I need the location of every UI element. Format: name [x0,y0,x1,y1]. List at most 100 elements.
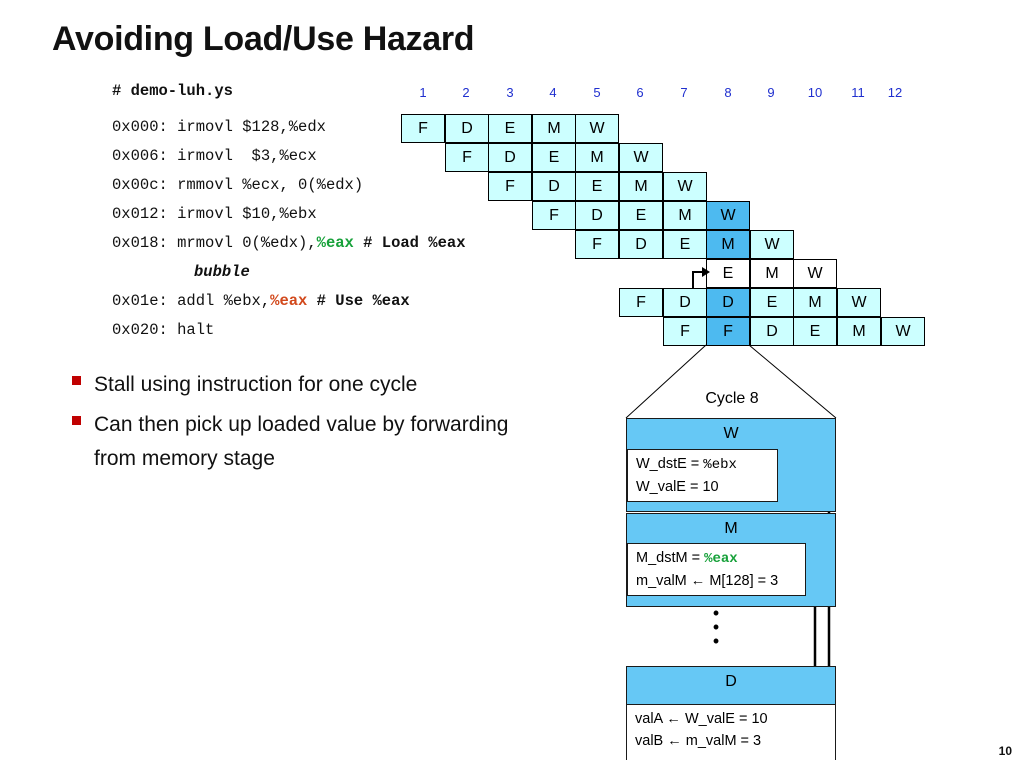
m-stage-title: M [724,520,738,537]
pipeline-stage-cell: D [532,172,576,201]
instruction-text: irmovl $3,%ecx [177,147,317,165]
cycle-number: 11 [851,85,865,100]
bubble-arrow [692,271,703,288]
cycle-number: 8 [724,85,732,100]
m-dstm-label: M_dstM = [636,550,705,566]
m-valm-line: m_valM ← M[128] = 3 [636,573,779,589]
pipeline-stage-cell: W [575,114,619,143]
page-number: 10 [998,744,1012,758]
w-stage-registers: W_dstE = %ebx W_valE = 10 [627,449,778,502]
instruction-text: rmmovl %ecx, 0(%edx) [177,176,364,194]
pipeline-stage-cell: W [750,230,794,259]
pipeline-stage-cell: M [619,172,663,201]
instruction-address: 0x012: [112,205,168,223]
pipeline-stage-cell: M [706,230,750,259]
instruction-line: 0x00c: rmmovl %ecx, 0(%edx) [112,176,363,194]
cycle-number: 7 [680,85,688,100]
instruction-address: 0x018: [112,234,168,252]
bullet-list: Stall using instruction for one cycle Ca… [72,368,514,476]
instruction-text: irmovl $10,%ebx [177,205,317,223]
cycle-number: 1 [419,85,427,100]
pipeline-stage-cell: M [575,143,619,172]
pipeline-stage-cell: F [445,143,489,172]
w-dste-value: %ebx [703,457,737,473]
pipeline-stage-cell: W [881,317,925,346]
instruction-address: 0x006: [112,147,168,165]
instruction-text: mrmovl 0(%edx), [177,234,317,252]
cycle-number: 10 [807,85,823,100]
w-dste-label: W_dstE = [636,456,704,472]
instruction-text: irmovl $128,%edx [177,118,326,136]
pipeline-stage-cell: D [488,143,532,172]
bubble-label: bubble [194,263,250,281]
bullet-item: Stall using instruction for one cycle [72,368,514,402]
zoom-line-left [625,344,707,419]
instruction-line: 0x000: irmovl $128,%edx [112,118,326,136]
bullet-marker-icon [72,416,81,425]
pipeline-stage-cell: E [793,317,837,346]
pipeline-stage-cell: E [575,172,619,201]
instruction-comment: # Use %eax [307,292,410,310]
instruction-register: %eax [270,292,308,310]
instruction-line: 0x018: mrmovl 0(%edx),%eax # Load %eax [112,234,466,252]
pipeline-stage-cell: W [837,288,881,317]
bullet-text: Stall using instruction for one cycle [94,373,418,396]
pipeline-stage-cell: E [488,114,532,143]
pipeline-stage-cell: W [619,143,663,172]
pipeline-stage-cell: M [793,288,837,317]
ellipsis-dot: • [712,603,720,623]
pipeline-stage-cell: W [663,172,707,201]
pipeline-stage-cell: D [619,230,663,259]
bullet-text: Can then pick up loaded value by forward… [94,413,509,470]
instruction-text: halt [177,321,215,339]
pipeline-stage-cell: E [532,143,576,172]
bullet-item: Can then pick up loaded value by forward… [72,408,514,476]
d-stage-title: D [725,673,737,690]
pipeline-stage-cell: M [837,317,881,346]
pipeline-stage-cell: W [793,259,837,288]
cycle-number: 9 [767,85,775,100]
m-dstm-value: %eax [704,551,738,567]
instruction-line: 0x01e: addl %ebx,%eax # Use %eax [112,292,410,310]
w-dste-line: W_dstE = %ebx [636,453,769,476]
ellipsis-dots: • • • [710,603,722,651]
instruction-text: addl %ebx, [177,292,271,310]
instruction-line: 0x012: irmovl $10,%ebx [112,205,317,223]
m-dstm-line: M_dstM = %eax [636,547,797,570]
cycle-label: Cycle 8 [705,390,759,407]
pipeline-stage-cell: F [619,288,663,317]
bullet-marker-icon [72,376,81,385]
pipeline-stage-cell: E [619,201,663,230]
slide-title: Avoiding Load/Use Hazard [52,20,475,58]
bubble-arrow-head-icon [702,267,710,277]
pipeline-stage-cell: M [663,201,707,230]
w-stage-title: W [723,425,739,442]
pipeline-stage-cell: D [575,201,619,230]
pipeline-stage-cell: F [706,317,750,346]
pipeline-stage-cell: D [663,288,707,317]
cycle-number: 12 [887,85,903,100]
instruction-line: 0x006: irmovl $3,%ecx [112,147,317,165]
m-stage-registers: M_dstM = %eax m_valM ← M[128] = 3 [627,543,806,596]
pipeline-stage-cell: F [663,317,707,346]
pipeline-stage-cell: F [488,172,532,201]
cycle-number: 2 [462,85,470,100]
d-vala-line: valA ← W_valE = 10 [635,711,768,727]
pipeline-stage-cell: F [575,230,619,259]
cycle-number: 3 [506,85,514,100]
instruction-comment: # Load %eax [353,234,466,252]
cycle-number: 6 [636,85,644,100]
cycle-number: 4 [549,85,557,100]
w-vale-line: W_valE = 10 [636,479,719,495]
pipeline-stage-cell: M [750,259,794,288]
pipeline-stage-cell: F [401,114,445,143]
program-filename-text: # demo-luh.ys [112,82,233,100]
bubble-text: bubble [194,263,250,281]
ellipsis-dot: • [712,617,720,637]
ellipsis-dot: • [712,631,720,651]
d-valb-line: valB ← m_valM = 3 [635,733,762,749]
pipeline-stage-cell: W [706,201,750,230]
program-filename: # demo-luh.ys [112,82,233,100]
pipeline-stage-cell: E [663,230,707,259]
